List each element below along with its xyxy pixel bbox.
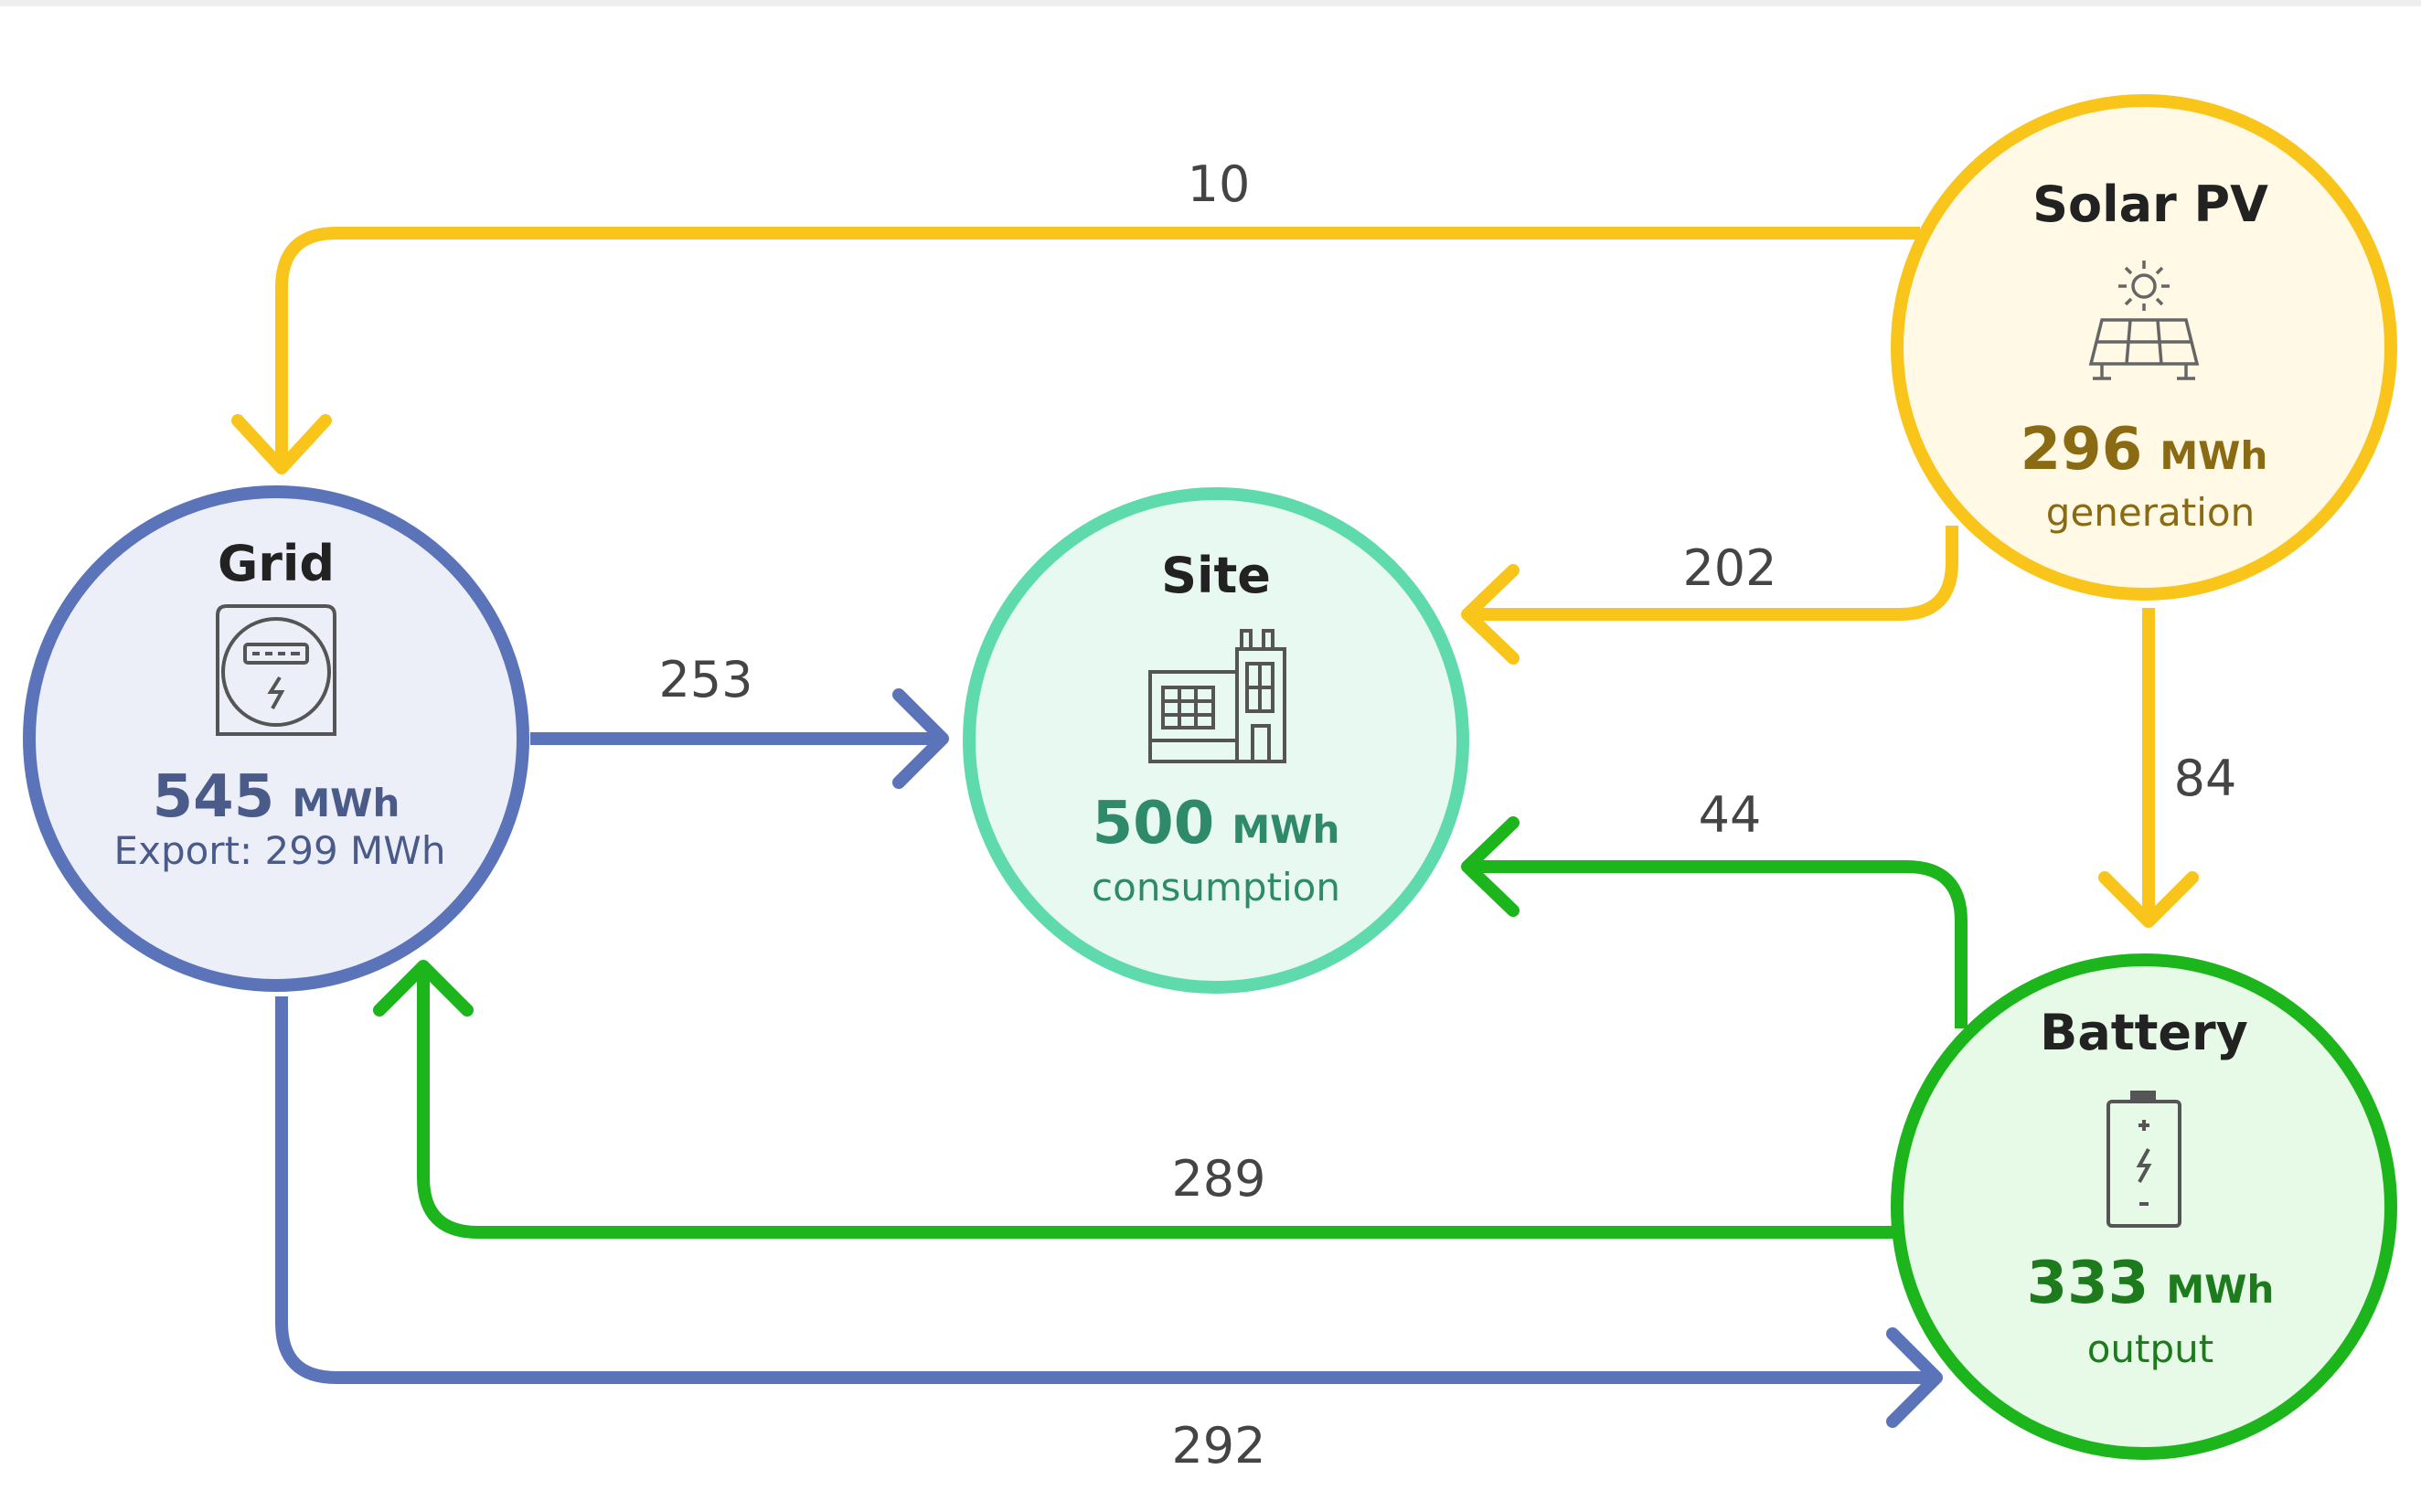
grid-node-value-line: 545 MWh bbox=[153, 763, 400, 831]
battery-node[interactable]: Battery 333 MWh output bbox=[1891, 953, 2397, 1460]
solar-node-unit: MWh bbox=[2160, 433, 2267, 478]
arrow-head-grid-to-site bbox=[892, 688, 949, 789]
site-node-value-line: 500 MWh bbox=[1093, 790, 1340, 857]
site-node-title: Site bbox=[1161, 547, 1271, 604]
solar-panel-icon bbox=[2088, 261, 2200, 380]
solar-node-sub: generation bbox=[2046, 490, 2255, 535]
grid-node[interactable]: Grid 545 MWh Export: 299 MWh bbox=[23, 485, 529, 992]
top-bar bbox=[0, 0, 2421, 6]
battery-node-title: Battery bbox=[2040, 1004, 2248, 1061]
solar-node-value-line: 296 MWh bbox=[2021, 416, 2268, 484]
battery-node-value: 333 bbox=[2027, 1250, 2149, 1317]
grid-node-value: 545 bbox=[153, 763, 275, 831]
battery-node-value-line: 333 MWh bbox=[2027, 1250, 2275, 1317]
flow-label-grid-to-site: 253 bbox=[658, 651, 752, 708]
grid-node-sub: Export: 299 MWh bbox=[114, 828, 446, 873]
flow-label-solar-to-site: 202 bbox=[1682, 539, 1776, 597]
solar-node-circle bbox=[1891, 94, 2397, 601]
flow-label-solar-to-grid: 10 bbox=[1188, 155, 1251, 213]
flow-solar-to-grid bbox=[275, 227, 1920, 462]
flow-solar-to-site bbox=[1472, 526, 1958, 621]
site-node[interactable]: Site 500 MWh consumption bbox=[963, 487, 1469, 994]
flow-label-solar-to-battery: 84 bbox=[2174, 750, 2237, 807]
grid-node-unit: MWh bbox=[292, 781, 400, 825]
flow-battery-to-grid bbox=[417, 974, 1897, 1239]
battery-icon bbox=[2106, 1091, 2181, 1228]
solar-node-value: 296 bbox=[2021, 416, 2143, 484]
flow-label-battery-to-site: 44 bbox=[1699, 786, 1762, 844]
arrow-head-solar-to-battery bbox=[2098, 871, 2199, 928]
site-node-sub: consumption bbox=[1092, 865, 1340, 910]
flow-label-grid-to-battery: 292 bbox=[1171, 1417, 1265, 1475]
building-icon bbox=[1148, 629, 1286, 763]
solar-node[interactable]: Solar PV 296 MWh generation bbox=[1891, 94, 2397, 601]
battery-node-circle bbox=[1891, 953, 2397, 1460]
arrow-head-grid-to-battery bbox=[1886, 1327, 1943, 1428]
arrow-head-solar-to-site bbox=[1461, 564, 1520, 665]
battery-node-sub: output bbox=[2087, 1326, 2214, 1371]
electric-meter-icon bbox=[216, 604, 336, 736]
site-node-unit: MWh bbox=[1232, 807, 1339, 852]
grid-node-title: Grid bbox=[218, 535, 335, 592]
grid-node-circle bbox=[23, 485, 529, 992]
flow-label-battery-to-grid: 289 bbox=[1171, 1150, 1265, 1208]
arrow-head-solar-to-grid bbox=[231, 414, 332, 474]
battery-node-unit: MWh bbox=[2166, 1267, 2274, 1312]
flow-battery-to-site bbox=[1472, 860, 1968, 1028]
flow-grid-to-battery bbox=[275, 996, 1929, 1384]
site-node-value: 500 bbox=[1093, 790, 1215, 857]
arrow-head-battery-to-grid bbox=[373, 960, 474, 1017]
solar-node-title: Solar PV bbox=[2032, 176, 2268, 233]
arrow-head-battery-to-site bbox=[1461, 816, 1520, 917]
